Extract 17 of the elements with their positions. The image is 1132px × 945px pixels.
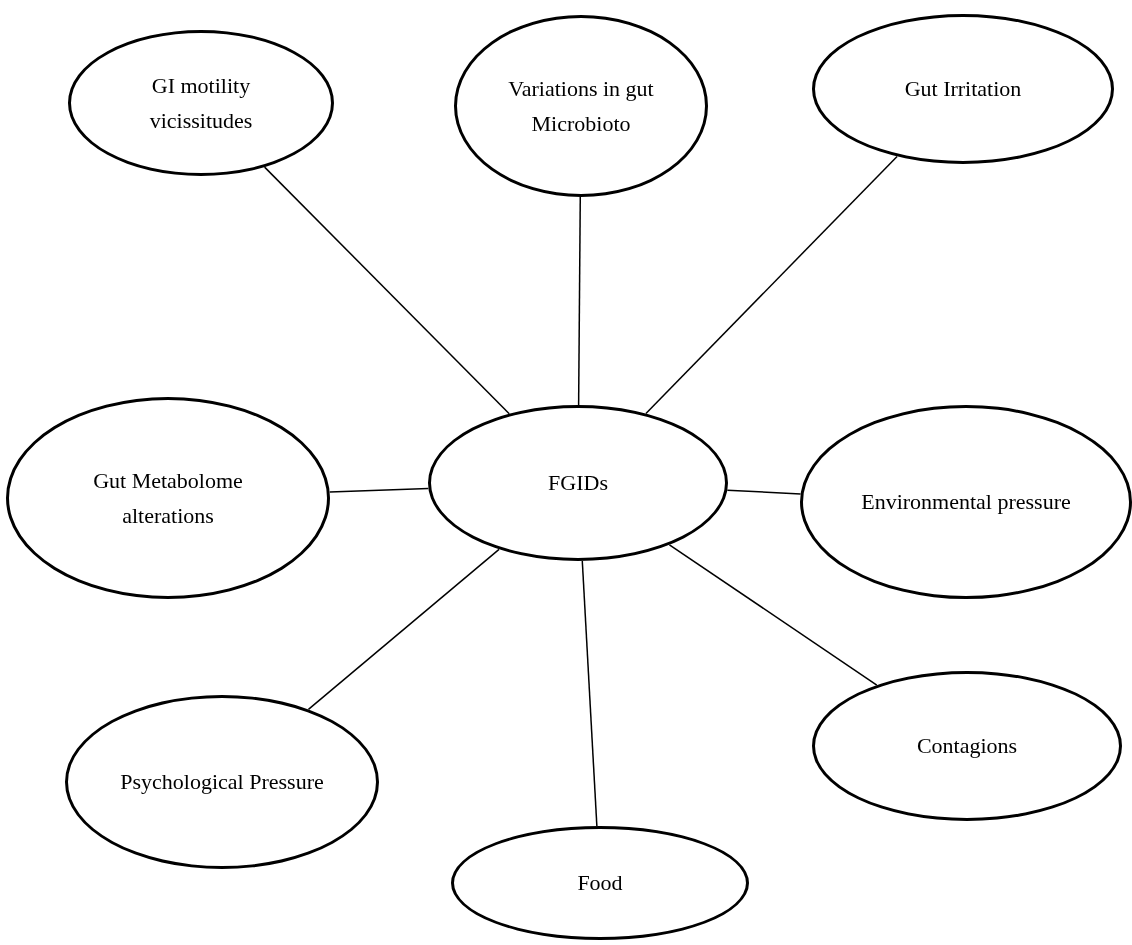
connector-line bbox=[668, 544, 878, 686]
node-label: GI motility vicissitudes bbox=[148, 71, 254, 135]
node-label: Gut Metabolome alterations bbox=[92, 466, 244, 530]
node-label: Food bbox=[577, 869, 623, 898]
node-label: Gut Irritation bbox=[904, 75, 1022, 104]
node-label: Variations in gut Microbioto bbox=[507, 74, 655, 138]
connector-line bbox=[726, 489, 802, 495]
node-label: Environmental pressure bbox=[861, 488, 1071, 517]
connector-line bbox=[645, 155, 898, 415]
connector-line bbox=[328, 487, 430, 493]
connector-line bbox=[263, 166, 510, 415]
node-label: FGIDs bbox=[548, 469, 608, 498]
connector-line bbox=[577, 196, 582, 406]
connector-line bbox=[581, 560, 598, 827]
node-label: Psychological Pressure bbox=[120, 768, 324, 797]
node-label: Contagions bbox=[916, 732, 1018, 761]
connector-line bbox=[307, 548, 500, 711]
